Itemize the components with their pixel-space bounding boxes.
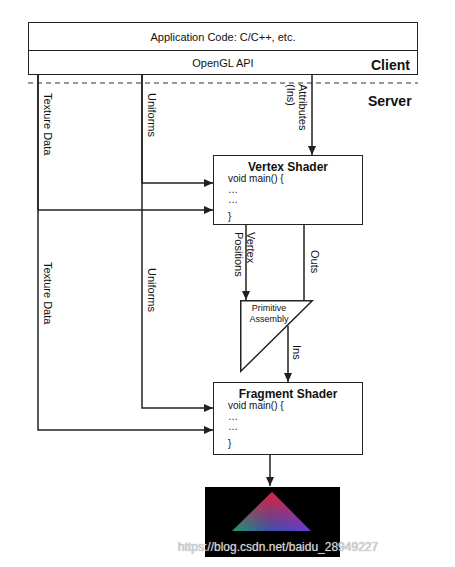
rendered-triangle-shade <box>232 492 311 531</box>
triangle-shape <box>241 301 313 372</box>
api-box: OpenGL API <box>28 50 418 75</box>
code-line: void main() { <box>214 401 362 412</box>
box-label: Application Code: C/C++, etc. <box>29 31 417 43</box>
box-label: Primitive Assembly <box>244 303 294 325</box>
code-line: … <box>214 422 362 433</box>
data-flow-arrow <box>311 75 313 155</box>
data-flow-arrow <box>287 326 289 382</box>
box-title: Fragment Shader <box>214 387 362 401</box>
data-flow-arrow <box>142 75 213 183</box>
edge-label: Texture Data <box>42 262 54 362</box>
edge-label: Vertex Positions <box>233 232 257 284</box>
code-line: … <box>214 412 362 423</box>
code-line: void main() { <box>214 174 362 185</box>
data-flow-arrow <box>142 75 213 408</box>
assembly-triangle: Primitive Assembly <box>240 300 313 372</box>
edge-label: Uniforms <box>146 93 158 173</box>
client-server-divider <box>28 82 418 83</box>
box-label: OpenGL API <box>29 57 417 69</box>
data-flow-arrow <box>38 75 213 430</box>
edge-label: Attributes (Ins) <box>285 84 309 142</box>
edge-label: Texture Data <box>42 93 54 193</box>
box-title: Vertex Shader <box>214 160 362 174</box>
output-arrow <box>269 455 271 486</box>
code-line: … <box>214 185 362 196</box>
code-line: } <box>214 212 362 223</box>
data-flow-arrow <box>303 225 305 309</box>
edge-label: Outs <box>309 250 321 290</box>
edge-label: Ins <box>291 345 303 375</box>
shader-box: Fragment Shadervoid main() {……} <box>213 382 363 455</box>
region-label: Server <box>368 93 412 109</box>
edge-label: Uniforms <box>146 268 158 348</box>
shader-box: Vertex Shadervoid main() {……} <box>213 155 363 225</box>
data-flow-arrow <box>38 75 213 210</box>
code-line: … <box>214 195 362 206</box>
code-line: } <box>214 439 362 450</box>
watermark: https://blog.csdn.net/baidu_28949227 <box>178 540 378 554</box>
api-box: Application Code: C/C++, etc. <box>28 22 418 51</box>
rendered-triangle <box>232 492 311 531</box>
region-label: Client <box>371 57 410 73</box>
